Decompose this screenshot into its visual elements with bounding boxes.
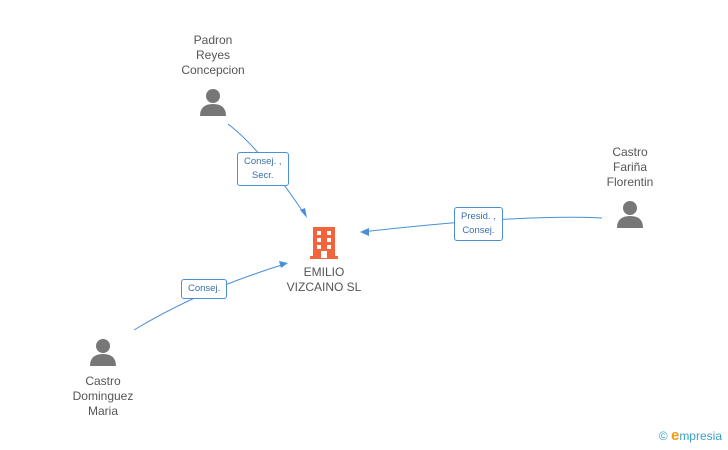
building-icon	[310, 227, 338, 259]
edge-castro-farina-arrow	[360, 228, 369, 236]
brand-logo-text: mpresia	[679, 429, 722, 443]
brand-logo-e: e	[670, 427, 680, 444]
person-label-castro-dominguez: Castro Dominguez Maria	[72, 374, 134, 418]
person-icon-castro-farina	[617, 201, 643, 228]
person-label-castro-farina: Castro Fariña Florentin	[606, 145, 654, 189]
edge-padron-arrow	[300, 208, 307, 218]
edge-label-castro-dominguez: Consej.	[181, 279, 228, 299]
company-label: EMILIO VIZCAINO SL	[286, 265, 362, 294]
edge-label-padron: Consej. , Secr.	[237, 152, 289, 186]
person-label-padron: Padron Reyes Concepcion	[181, 33, 245, 77]
edge-label-castro-farina: Presid. , Consej.	[454, 207, 503, 241]
copyright-symbol: ©	[658, 429, 668, 443]
person-icon-padron	[200, 89, 226, 116]
person-icon-castro-dominguez	[90, 339, 116, 366]
brand-footer: © empresia	[659, 427, 722, 444]
edge-castro-dominguez-arrow	[279, 261, 288, 268]
